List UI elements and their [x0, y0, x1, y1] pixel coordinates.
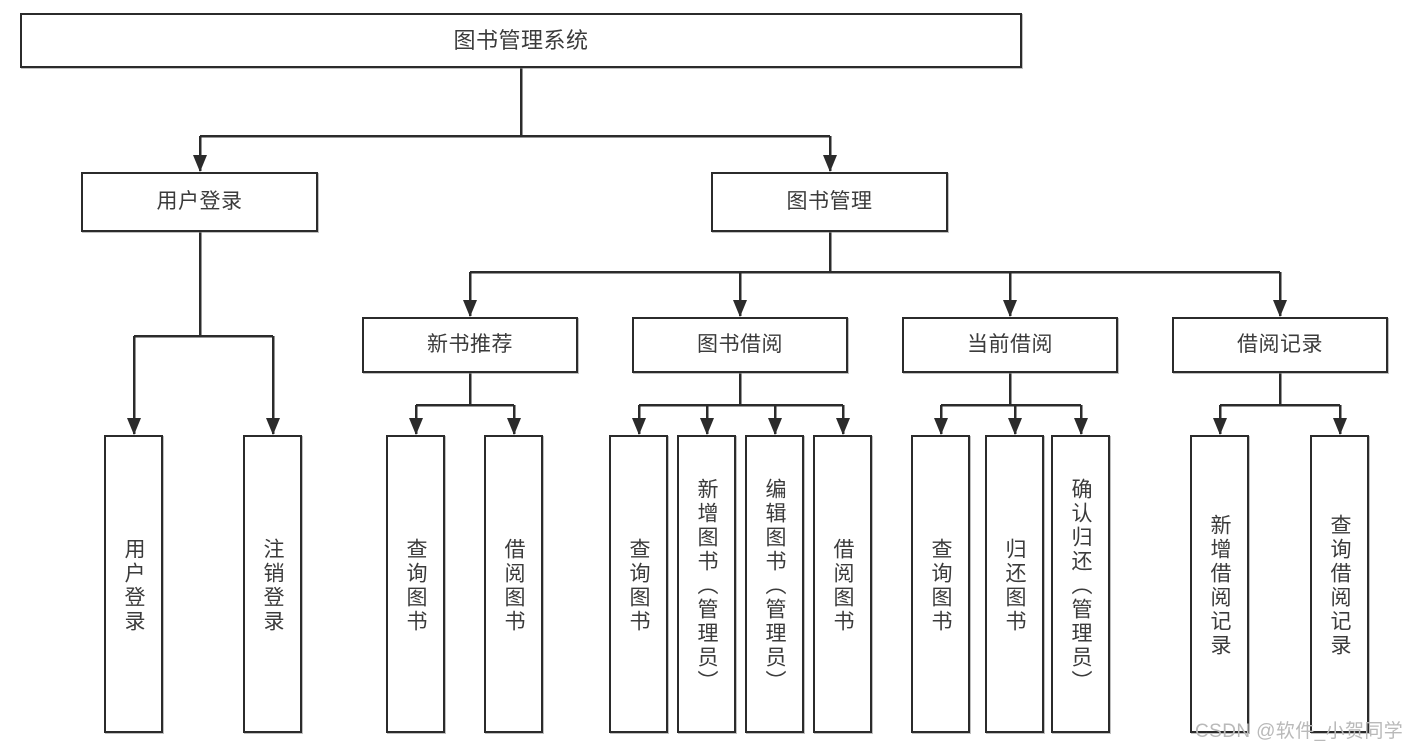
- node-label: 新增图书（管理员）: [695, 478, 718, 694]
- node-root[interactable]: 图书管理系统: [20, 13, 1022, 68]
- node-bookmgmt[interactable]: 图书管理: [711, 172, 948, 232]
- node-leaf-nb-borrow[interactable]: 借阅图书: [484, 435, 543, 733]
- node-label: 图书借阅: [697, 332, 783, 356]
- node-label: 借阅图书: [831, 538, 854, 634]
- node-leaf-cur-return[interactable]: 归还图书: [985, 435, 1044, 733]
- node-leaf-user-login[interactable]: 用户登录: [104, 435, 163, 733]
- node-label: 借阅图书: [502, 538, 525, 634]
- node-leaf-bw-edit[interactable]: 编辑图书（管理员）: [745, 435, 804, 733]
- node-label: 编辑图书（管理员）: [763, 478, 786, 694]
- node-label: 注销登录: [261, 538, 284, 634]
- node-leaf-cur-confirm[interactable]: 确认归还（管理员）: [1051, 435, 1110, 733]
- node-leaf-bw-borrow[interactable]: 借阅图书: [813, 435, 872, 733]
- node-leaf-nb-query[interactable]: 查询图书: [386, 435, 445, 733]
- node-label: 图书管理: [786, 189, 873, 213]
- node-login[interactable]: 用户登录: [81, 172, 318, 232]
- node-newbook[interactable]: 新书推荐: [362, 317, 578, 373]
- node-leaf-user-logout[interactable]: 注销登录: [243, 435, 302, 733]
- node-label: 新增借阅记录: [1208, 514, 1231, 658]
- node-label: 图书管理系统: [453, 27, 589, 53]
- node-label: 确认归还（管理员）: [1069, 478, 1092, 694]
- node-label: 归还图书: [1003, 538, 1026, 634]
- node-leaf-cur-query[interactable]: 查询图书: [911, 435, 970, 733]
- node-borrow[interactable]: 图书借阅: [632, 317, 848, 373]
- node-label: 查询借阅记录: [1328, 514, 1351, 658]
- node-label: 借阅记录: [1237, 332, 1323, 356]
- node-label: 用户登录: [122, 538, 145, 634]
- node-leaf-rec-query[interactable]: 查询借阅记录: [1310, 435, 1369, 733]
- node-records[interactable]: 借阅记录: [1172, 317, 1388, 373]
- node-leaf-bw-add[interactable]: 新增图书（管理员）: [677, 435, 736, 733]
- node-label: 用户登录: [156, 189, 243, 213]
- node-current[interactable]: 当前借阅: [902, 317, 1118, 373]
- node-label: 查询图书: [929, 538, 952, 634]
- node-leaf-rec-add[interactable]: 新增借阅记录: [1190, 435, 1249, 733]
- node-leaf-bw-query[interactable]: 查询图书: [609, 435, 668, 733]
- node-label: 查询图书: [627, 538, 650, 634]
- watermark: CSDN @软件_小贺同学: [1195, 721, 1404, 742]
- node-label: 查询图书: [404, 538, 427, 634]
- node-label: 当前借阅: [967, 332, 1053, 356]
- node-label: 新书推荐: [427, 332, 513, 356]
